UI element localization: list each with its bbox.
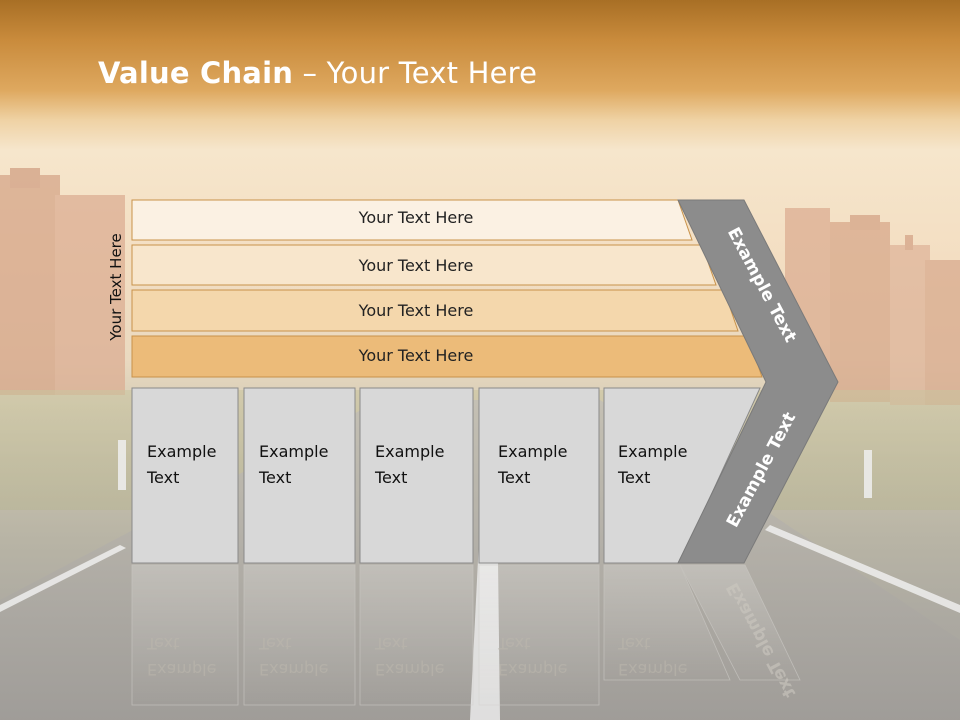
cell-3-line2: Text bbox=[375, 468, 408, 487]
row-1-label: Your Text Here bbox=[358, 208, 474, 227]
cell-2-label: Example Text bbox=[259, 439, 359, 491]
title-bold: Value Chain bbox=[98, 56, 294, 90]
row-4-label: Your Text Here bbox=[358, 346, 474, 365]
cell-4-shape[interactable] bbox=[478, 387, 600, 564]
reflection-group bbox=[131, 564, 801, 706]
row-4-shape[interactable] bbox=[131, 335, 763, 378]
cell-2-line1: Example bbox=[259, 442, 329, 461]
cell-4-reflection: Example Text bbox=[498, 634, 568, 679]
cell-5-reflection: Example Text bbox=[618, 634, 688, 679]
row-3-shape[interactable] bbox=[131, 289, 739, 332]
title-rest: – Your Text Here bbox=[293, 56, 538, 90]
cell-3-label: Example Text bbox=[375, 439, 475, 491]
cell-1-label: Example Text bbox=[147, 439, 247, 491]
row-2-label: Your Text Here bbox=[358, 256, 474, 275]
cell-4-line1: Example bbox=[498, 442, 568, 461]
cell-3-line1: Example bbox=[375, 442, 445, 461]
cell-1-line1: Example bbox=[147, 442, 217, 461]
city-left bbox=[0, 168, 125, 395]
cell-5-label: Example Text bbox=[618, 439, 718, 491]
cell-4-line2: Text bbox=[498, 468, 531, 487]
slide-title: Value Chain – Your Text Here bbox=[98, 56, 537, 90]
cell-1-shape[interactable] bbox=[131, 387, 239, 564]
row-1-shape[interactable] bbox=[131, 199, 693, 241]
cell-3-shape[interactable] bbox=[359, 387, 474, 564]
chevron-arrow-shape[interactable] bbox=[677, 199, 839, 564]
cell-2-shape[interactable] bbox=[243, 387, 356, 564]
cell-1-reflection: Example Text bbox=[147, 634, 217, 679]
row-3-label: Your Text Here bbox=[358, 301, 474, 320]
cell-2-line2: Text bbox=[259, 468, 292, 487]
row-2-shape[interactable] bbox=[131, 244, 717, 286]
cell-4-label: Example Text bbox=[498, 439, 598, 491]
cell-3-reflection: Example Text bbox=[375, 634, 445, 679]
cell-1-line2: Text bbox=[147, 468, 180, 487]
cell-2-reflection: Example Text bbox=[259, 634, 329, 679]
cell-5-line1: Example bbox=[618, 442, 688, 461]
cell-5-line2: Text bbox=[618, 468, 651, 487]
